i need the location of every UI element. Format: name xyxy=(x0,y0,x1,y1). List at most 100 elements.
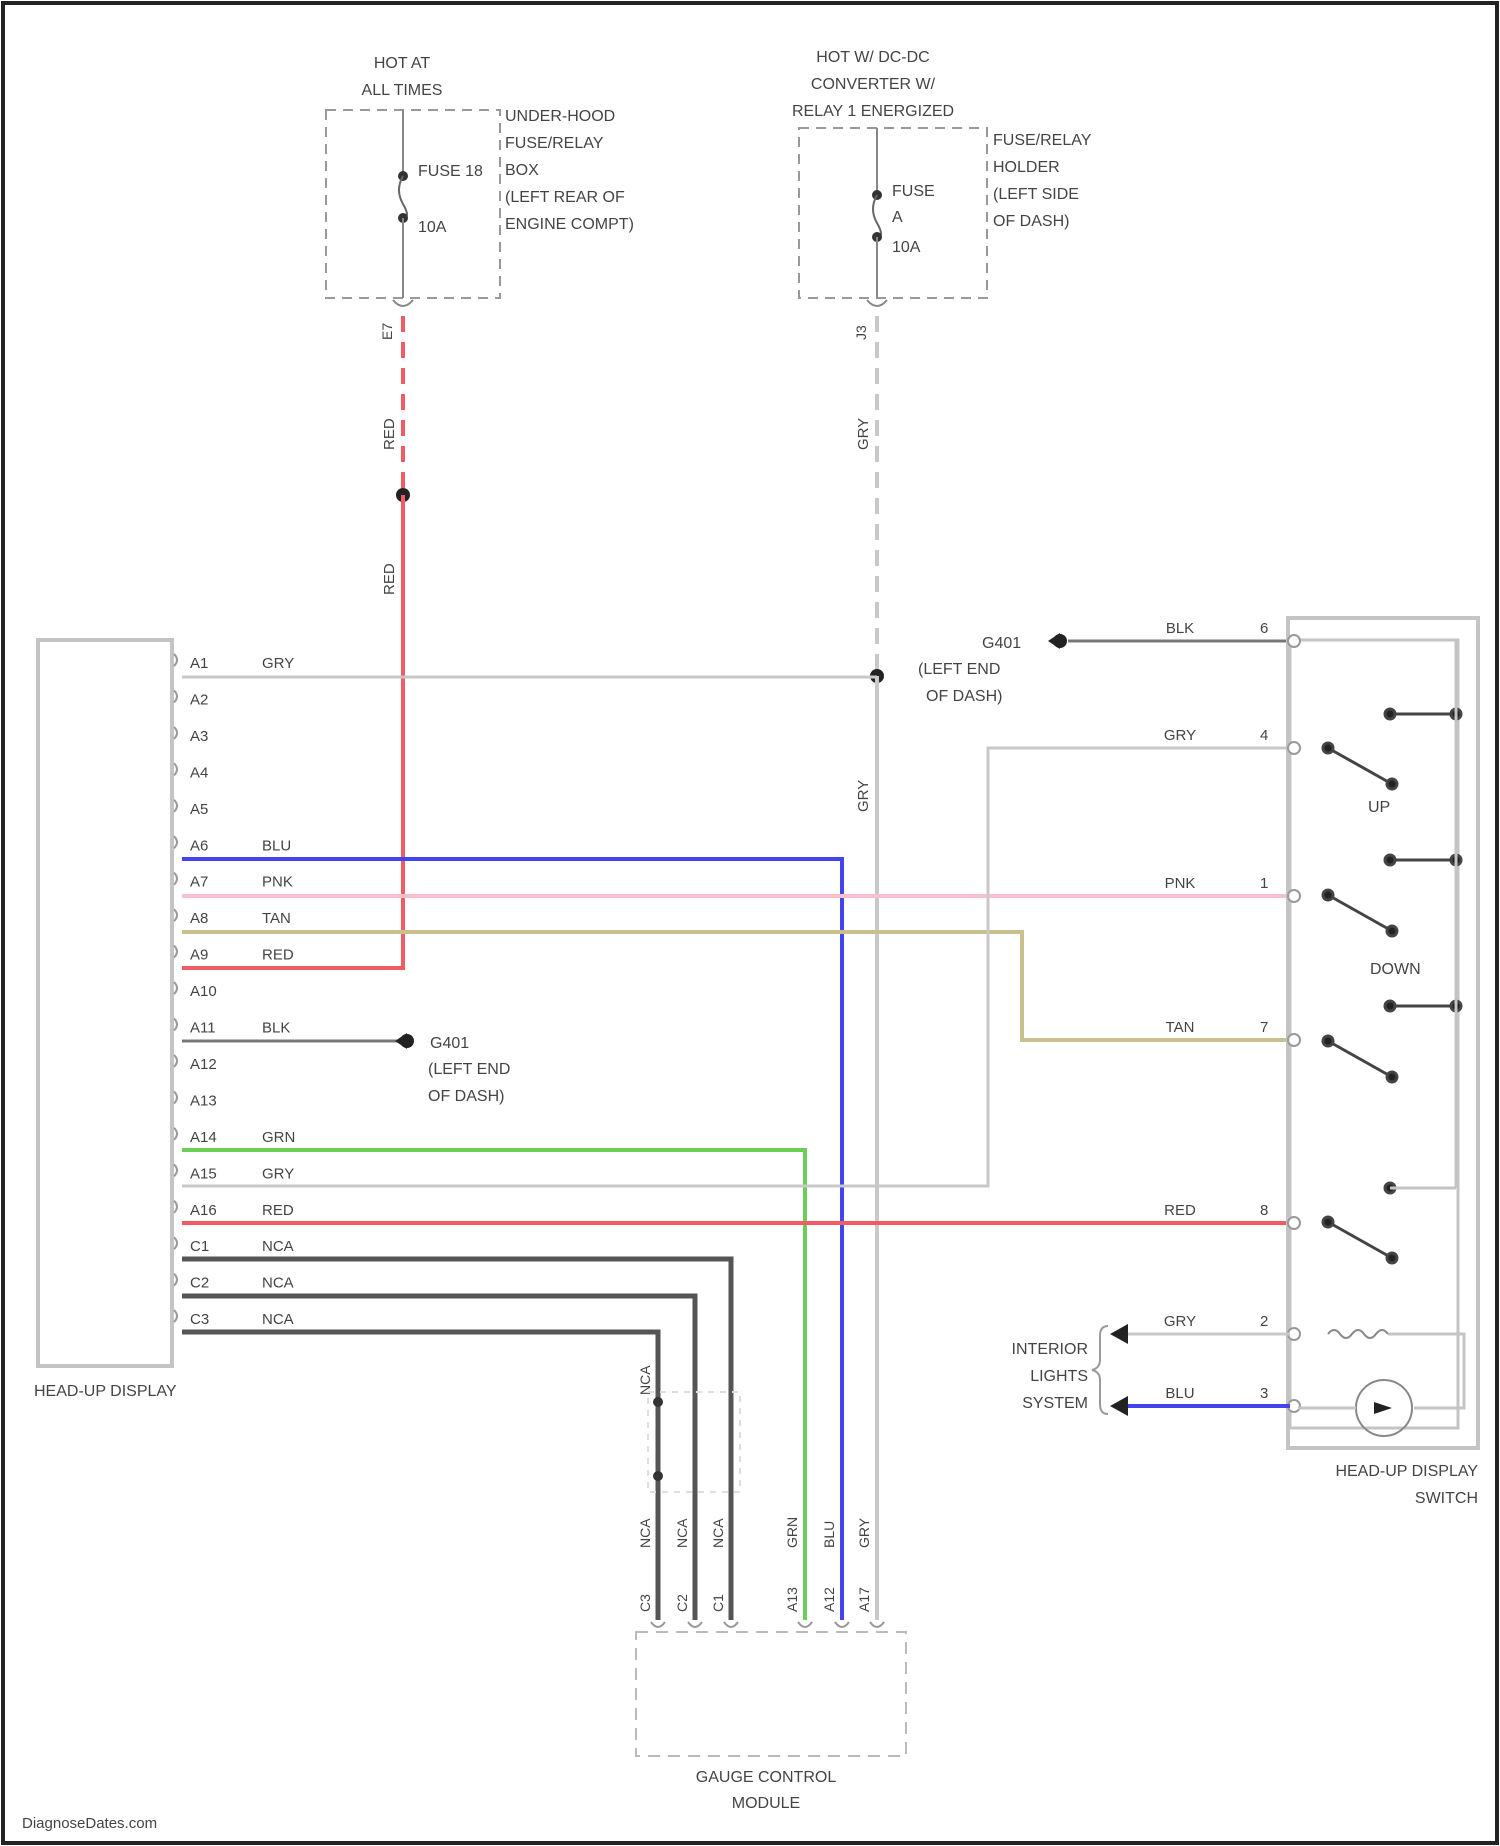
fuse-a-name: FUSE xyxy=(892,183,935,200)
hud-pin-connector-icon xyxy=(174,1091,177,1103)
hud-pin-number: C2 xyxy=(190,1275,209,1292)
svg-text:ALL TIMES: ALL TIMES xyxy=(362,82,443,99)
svg-text:HOT AT: HOT AT xyxy=(374,55,431,72)
switch-pin-terminal xyxy=(1288,742,1300,754)
svg-text:SYSTEM: SYSTEM xyxy=(1022,1395,1088,1412)
g401-top-label: G401 (LEFT END OF DASH) xyxy=(918,635,1021,705)
hud-pin-row: A2 xyxy=(174,690,208,708)
hud-pin-row: A11BLK xyxy=(174,1019,290,1037)
fuse-18-rating: 10A xyxy=(418,219,447,236)
svg-text:HEAD-UP DISPLAY: HEAD-UP DISPLAY xyxy=(1335,1463,1478,1480)
gcm-pin-number: A17 xyxy=(856,1587,872,1612)
switch-pin-terminal xyxy=(1288,1217,1300,1229)
svg-text:SWITCH: SWITCH xyxy=(1415,1490,1478,1507)
g401-mid-label: G401 (LEFT END OF DASH) xyxy=(428,1035,510,1105)
hud-pin-number: A12 xyxy=(190,1056,217,1073)
switch-down-label: DOWN xyxy=(1370,961,1421,978)
illumination-resistor-icon xyxy=(1328,1330,1388,1338)
gcm-pin-number: A13 xyxy=(784,1587,800,1612)
gcm-pin-connector-icon xyxy=(724,1622,738,1627)
hud-pin-connector-icon xyxy=(174,982,177,994)
switch-pin-wire: PNK xyxy=(1165,875,1196,892)
wire-c2-nca xyxy=(182,1296,695,1620)
hud-pin-number: A8 xyxy=(190,910,208,927)
svg-text:INTERIOR: INTERIOR xyxy=(1012,1341,1088,1358)
hud-pin-number: A1 xyxy=(190,655,208,672)
head-up-display-switch-box xyxy=(1288,618,1478,1448)
switch-pin-terminal xyxy=(1288,890,1300,902)
switch-pin-wire: BLU xyxy=(1165,1385,1194,1402)
hud-pin-number: A14 xyxy=(190,1129,217,1146)
hud-pin-row: A4 xyxy=(174,763,208,781)
hud-pin-wire: NCA xyxy=(262,1311,294,1328)
hud-pin-number: A4 xyxy=(190,764,208,781)
gauge-control-module-label: GAUGE CONTROL MODULE xyxy=(696,1769,837,1812)
gcm-pin-wire: GRN xyxy=(784,1517,800,1548)
gauge-control-module-box xyxy=(636,1632,906,1756)
gcm-pin-column: A17GRY xyxy=(856,1517,884,1627)
hud-pin-connector-icon xyxy=(174,1128,177,1140)
hud-pin-connector-icon xyxy=(174,909,177,921)
hud-pin-row: A15GRY xyxy=(174,1164,294,1182)
hud-pin-row: A13 xyxy=(174,1091,217,1109)
svg-text:BOX: BOX xyxy=(505,162,539,179)
hud-pin-row: A3 xyxy=(174,727,208,745)
hud-pin-connector-icon xyxy=(174,1237,177,1249)
fuse-a-icon xyxy=(873,195,881,237)
hud-pin-number: A3 xyxy=(190,728,208,745)
svg-text:FUSE/RELAY: FUSE/RELAY xyxy=(505,135,604,152)
hud-pin-number: A15 xyxy=(190,1165,217,1182)
wire-a8-tan xyxy=(182,932,1290,1040)
switch-contacts xyxy=(1323,709,1461,1263)
switch-pin-wire: GRY xyxy=(1164,1313,1196,1330)
gcm-pin-wire: NCA xyxy=(637,1518,653,1548)
underhood-box-label: UNDER-HOOD FUSE/RELAY BOX (LEFT REAR OF … xyxy=(505,108,634,233)
svg-text:CONVERTER W/: CONVERTER W/ xyxy=(811,76,936,93)
fuse-a-rating: 10A xyxy=(892,239,921,256)
svg-text:(LEFT REAR OF: (LEFT REAR OF xyxy=(505,189,625,206)
gcm-pin-column: A13 GRN xyxy=(784,1517,812,1627)
switch-pin-wire: TAN xyxy=(1166,1019,1195,1036)
switch-label: HEAD-UP DISPLAY SWITCH xyxy=(1335,1463,1478,1507)
switch-pin-row: GRY 2 xyxy=(1164,1313,1300,1340)
terminal-j3-label: J3 xyxy=(853,325,869,340)
hud-pin-number: C3 xyxy=(190,1311,209,1328)
gry-feed-label-mid: GRY xyxy=(855,780,872,812)
svg-text:OF DASH): OF DASH) xyxy=(926,688,1002,705)
switch-pin-wire: GRY xyxy=(1164,727,1196,744)
switch-pin-wire: BLK xyxy=(1166,620,1194,637)
switch-pin-number: 1 xyxy=(1260,875,1268,892)
svg-text:LIGHTS: LIGHTS xyxy=(1030,1368,1088,1385)
connector-e7-icon xyxy=(393,300,413,306)
hud-pin-number: A5 xyxy=(190,801,208,818)
hud-pin-connector-icon xyxy=(174,763,177,775)
hud-pin-number: C1 xyxy=(190,1238,209,1255)
hud-pin-wire: NCA xyxy=(262,1275,294,1292)
hud-pin-connector-icon xyxy=(174,727,177,739)
switch-up-label: UP xyxy=(1368,799,1390,816)
svg-text:HOT W/ DC-DC: HOT W/ DC-DC xyxy=(816,49,929,66)
hud-pin-connector-icon xyxy=(174,1274,177,1286)
interior-lights-label: INTERIOR LIGHTS SYSTEM xyxy=(1012,1341,1088,1412)
hud-pin-wire: RED xyxy=(262,947,294,964)
switch-pin-number: 2 xyxy=(1260,1313,1268,1330)
fuse-18-name: FUSE 18 xyxy=(418,163,483,180)
dash-holder-label: FUSE/RELAY HOLDER (LEFT SIDE OF DASH) xyxy=(993,132,1092,230)
svg-text:HOLDER: HOLDER xyxy=(993,159,1060,176)
interior-lights-arrow-blu xyxy=(1110,1396,1128,1416)
gcm-pin-wire: NCA xyxy=(710,1518,726,1548)
terminal-e7-label: E7 xyxy=(379,323,395,340)
hud-pin-wire: BLU xyxy=(262,837,291,854)
svg-text:MODULE: MODULE xyxy=(732,1795,800,1812)
watermark: DiagnoseDates.com xyxy=(22,1815,157,1832)
hud-pin-wire: PNK xyxy=(262,874,293,891)
svg-text:ENGINE COMPT): ENGINE COMPT) xyxy=(505,216,634,233)
hud-pin-connector-icon xyxy=(174,1055,177,1067)
